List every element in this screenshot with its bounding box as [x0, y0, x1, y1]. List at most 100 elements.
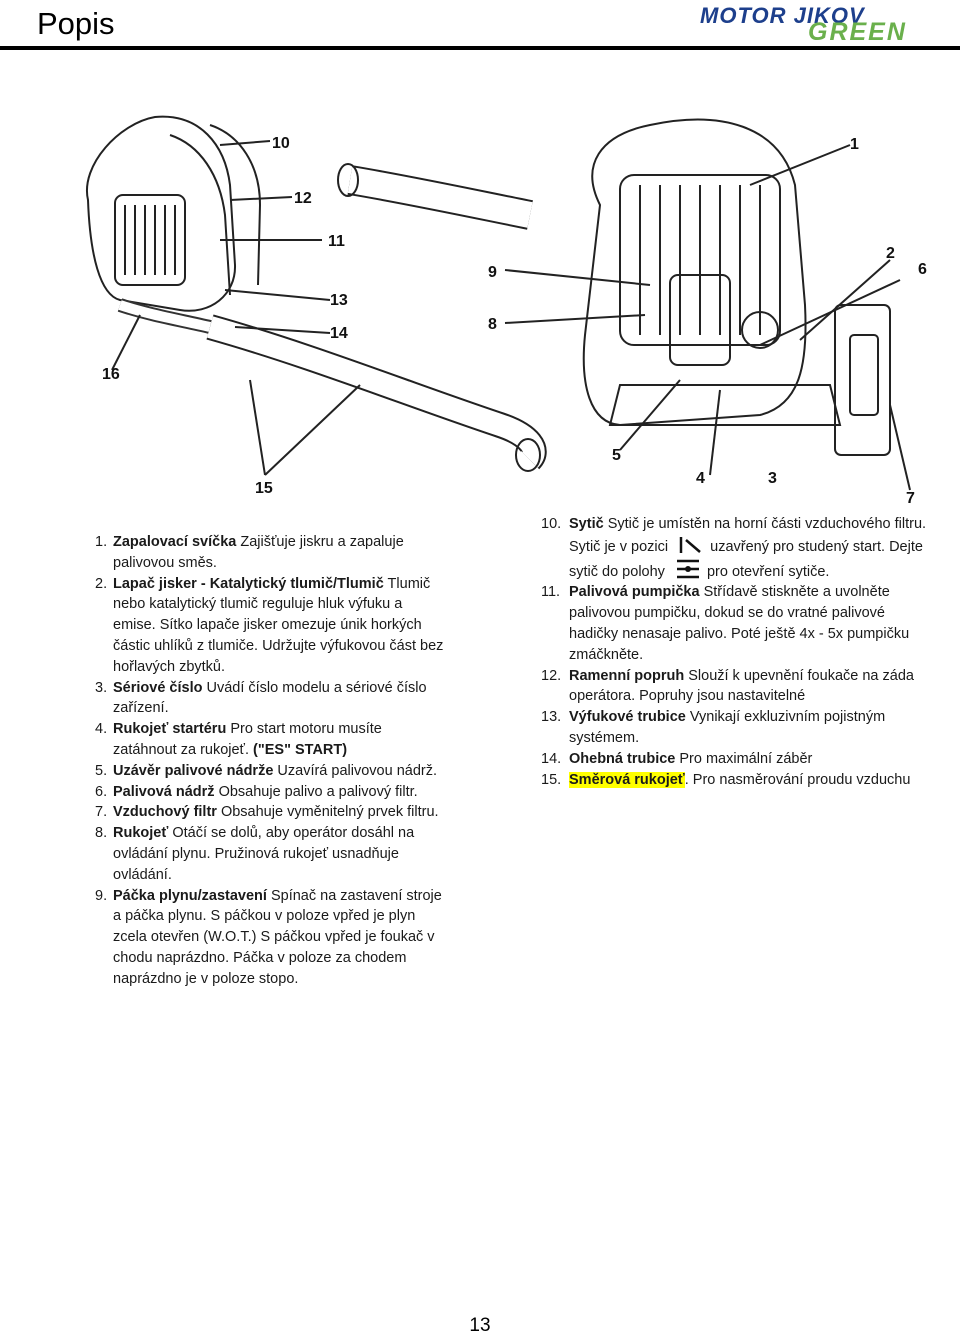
brand-logo: MOTOR JIKOV GREEN [700, 3, 940, 47]
item-desc: Spínač na zastavení stroje a páčka plynu… [113, 887, 442, 987]
item-desc: Tlumič nebo katalytický tlumič reguluje … [113, 575, 444, 675]
item-desc: Vynikají exkluzivním pojistným systémem. [569, 709, 886, 746]
item-desc: Zajišťuje jiskru a zapaluje palivovou sm… [113, 534, 404, 571]
item-desc: Pro start motoru musíte zatáhnout za ruk… [113, 721, 382, 758]
item-number: 14. [541, 750, 562, 767]
callout-2: 2 [886, 245, 895, 262]
item-term: Sytič [569, 516, 604, 532]
list-item: 11. Palivová pumpička Střídavě stiskněte… [541, 582, 936, 665]
item-term: Páčka plynu/zastavení [113, 887, 267, 904]
fuel-cap [741, 311, 779, 349]
item-number: 2. [95, 575, 108, 592]
callout-16: 16 [102, 366, 120, 383]
item-term: Výfukové trubice [569, 709, 686, 726]
item-number: 13. [541, 709, 562, 726]
flex-hose-inner [118, 300, 212, 332]
callout-1: 1 [850, 136, 859, 153]
callout-8: 8 [488, 316, 497, 333]
list-item: 10. Sytič Sytič je umístěn na horní část… [541, 514, 936, 582]
item-desc: Uzavírá palivovou nádrž. [273, 762, 437, 779]
parts-list-right: 10. Sytič Sytič je umístěn na horní část… [541, 514, 936, 790]
item-term: Lapač jisker - Katalytický tlumič/Tlumič [113, 575, 384, 592]
item-term: Palivová nádrž [113, 783, 215, 800]
callout-4: 4 [696, 470, 705, 487]
shoulder-strap [169, 134, 231, 296]
callout-6: 6 [918, 261, 927, 278]
item-desc: . Pro nasměrování proudu vzduchu [684, 771, 911, 788]
item-desc: Uvádí číslo modelu a sériové číslo zaříz… [113, 679, 427, 717]
list-item: 12. Ramenní popruh Slouží k upevnění fou… [541, 666, 936, 708]
callout-11: 11 [328, 233, 345, 250]
item-number: 8. [95, 825, 108, 842]
callout-12: 12 [294, 190, 312, 207]
item-number: 3. [95, 679, 108, 696]
callout-5: 5 [612, 447, 621, 464]
list-item: 15. Směrová rukojeť. Pro nasměrování pro… [541, 770, 936, 791]
callout-14: 14 [330, 325, 348, 342]
item-term: Zapalovací svíčka [113, 534, 237, 550]
logo-text-green: GREEN [808, 18, 907, 46]
choke-closed-icon [679, 536, 701, 553]
item-term: Sériové číslo [113, 679, 203, 696]
list-item: 9. Páčka plynu/zastavení Spínač na zasta… [95, 886, 445, 990]
item-number: 12. [541, 667, 562, 684]
tube-nozzle [515, 438, 541, 472]
parts-list-left: 1. Zapalovací svíčka Zajišťuje jiskru a … [95, 532, 445, 990]
item-number: 6. [95, 783, 108, 800]
callout-15: 15 [255, 480, 273, 497]
callout-7: 7 [906, 490, 915, 507]
shoulder-strap-2 [209, 124, 262, 286]
list-item: 8. Rukojeť Otáčí se dolů, aby operátor d… [95, 823, 445, 885]
item-number: 4. [95, 721, 108, 738]
engine-block-right [619, 174, 781, 346]
list-item: 4. Rukojeť startéru Pro start motoru mus… [95, 719, 445, 761]
logo-text-motorjikov: MOTOR JIKOV [700, 3, 865, 28]
air-filter-cover [669, 274, 731, 366]
callout-10: 10 [272, 135, 290, 152]
list-item: 6. Palivová nádrž Obsahuje palivo a pali… [95, 782, 445, 803]
item-desc: pro otevření sytiče. [706, 563, 830, 580]
engine-block-left [114, 194, 186, 286]
item-number: 9. [95, 887, 108, 904]
item-term: Rukojeť startéru [113, 721, 227, 738]
page-number: 13 [469, 1315, 491, 1335]
item-desc: Obsahuje vyměnitelný prvek filtru. [216, 804, 439, 821]
item-term: Ramenní popruh [569, 667, 685, 684]
list-item: 13. Výfukové trubice Vynikají exkluzivní… [541, 707, 936, 749]
item-term: Uzávěr palivové nádrže [113, 762, 274, 779]
list-item: 2. Lapač jisker - Katalytický tlumič/Tlu… [95, 574, 445, 678]
control-panel [834, 304, 891, 456]
item-number: 7. [95, 804, 108, 821]
item-desc: Otáčí se dolů, aby operátor dosáhl na ov… [113, 825, 415, 883]
item-term: Ohebná trubice [569, 750, 676, 767]
blower-diagram-svg: 1 2 3 4 5 6 7 8 9 10 11 12 13 14 15 16 [85, 115, 927, 507]
item-desc: Pro maximální záběr [675, 750, 813, 767]
item-desc: Slouží k upevnění foukače na záda operát… [569, 667, 914, 705]
item-term: Palivová pumpička [569, 584, 700, 601]
callout-9: 9 [488, 264, 497, 281]
list-item: 7. Vzduchový filtr Obsahuje vyměnitelný … [95, 802, 445, 823]
item-number: 1. [95, 534, 108, 550]
callout-13: 13 [330, 292, 348, 309]
right-frame [582, 118, 807, 427]
item-number: 10. [541, 516, 562, 532]
blower-diagram: 1 2 3 4 5 6 7 8 9 10 11 12 13 14 15 16 [60, 105, 940, 510]
list-item: 3. Sériové číslo Uvádí číslo modelu a sé… [95, 678, 445, 720]
list-item: 14. Ohebná trubice Pro maximální záběr [541, 749, 936, 770]
frame-outline [85, 115, 237, 312]
item-extra: ("ES" START) [249, 741, 348, 758]
upper-tube-inner [347, 167, 533, 228]
item-number: 15. [541, 771, 562, 788]
item-term: Rukojeť [113, 825, 169, 842]
list-item: 1. Zapalovací svíčka Zajišťuje jiskru a … [95, 532, 445, 574]
item-term-highlighted: Směrová rukojeť [569, 771, 685, 788]
callout-3: 3 [768, 470, 777, 487]
item-desc: Obsahuje palivo a palivový filtr. [214, 783, 418, 800]
choke-open-icon [676, 559, 699, 578]
item-desc: Střídavě stiskněte a uvolněte palivovou … [569, 584, 910, 663]
item-desc: Sytič je umístěn na horní části vzduchov… [569, 516, 927, 555]
blower-tube-inner [207, 316, 545, 468]
item-term: Vzduchový filtr [113, 804, 217, 821]
header-divider [0, 46, 960, 50]
base-plate [608, 384, 842, 426]
